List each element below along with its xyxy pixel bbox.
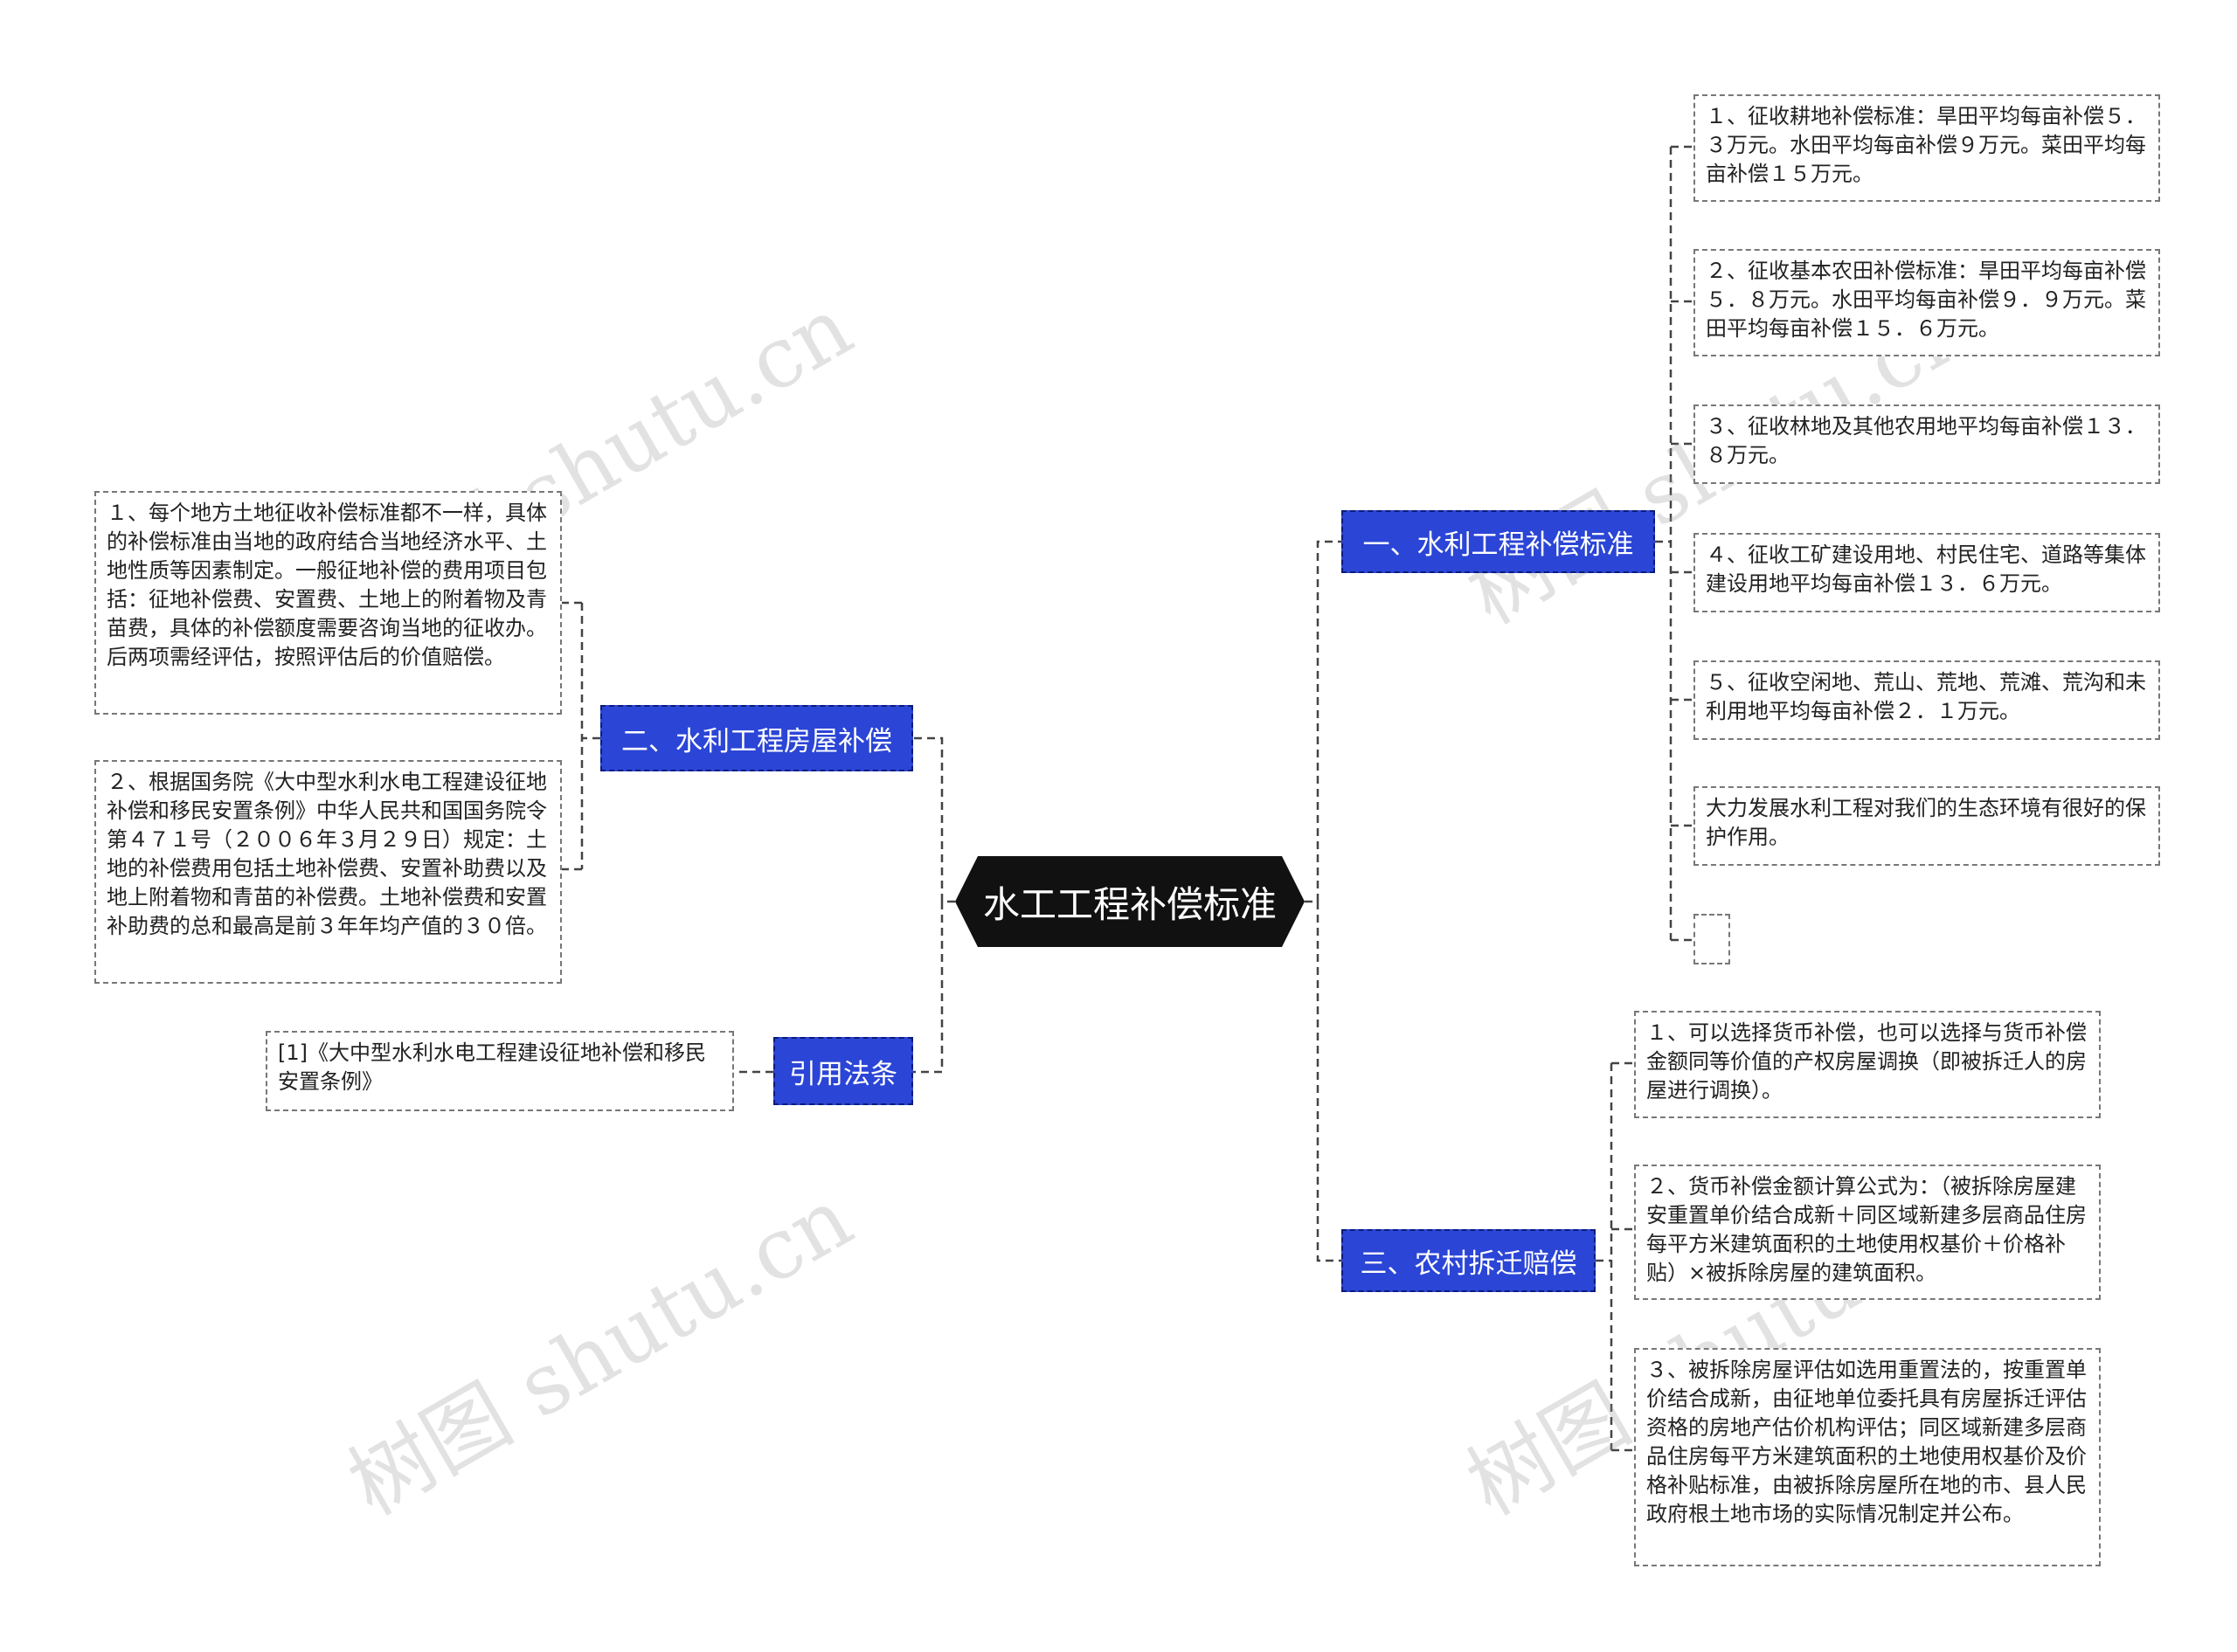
- branch-rural-demolition[interactable]: 三、农村拆迁赔偿: [1341, 1229, 1596, 1292]
- branch-label: 一、水利工程补偿标准: [1362, 529, 1634, 561]
- leaf-monetary-option[interactable]: １、可以选择货币补偿，也可以选择与货币补偿金额同等价值的产权房屋调换（即被拆迁人…: [1634, 1011, 2101, 1118]
- leaf-local-standard[interactable]: １、每个地方土地征收补偿标准都不一样，具体的补偿标准由当地的政府结合当地经济水平…: [94, 491, 562, 715]
- branch-label: 二、水利工程房屋补偿: [621, 725, 892, 757]
- leaf-ecology-note[interactable]: 大力发展水利工程对我们的生态环境有很好的保护作用。: [1693, 786, 2160, 866]
- leaf-empty[interactable]: [1693, 914, 1730, 964]
- leaf-farmland-standard[interactable]: １、征收耕地补偿标准：旱田平均每亩补偿５．３万元。水田平均每亩补偿９万元。菜田平…: [1693, 94, 2160, 202]
- leaf-cited-regulation[interactable]: [1]《大中型水利水电工程建设征地补偿和移民安置条例》: [266, 1031, 734, 1111]
- branch-housing-compensation[interactable]: 二、水利工程房屋补偿: [600, 705, 913, 771]
- leaf-monetary-formula[interactable]: ２、货币补偿金额计算公式为：（被拆除房屋建安重置单价结合成新＋同区域新建多层商品…: [1634, 1165, 2101, 1300]
- branch-label: 引用法条: [789, 1058, 897, 1090]
- leaf-unused-land-standard[interactable]: ５、征收空闲地、荒山、荒地、荒滩、荒沟和未利用地平均每亩补偿２．１万元。: [1693, 660, 2160, 740]
- root-node[interactable]: 水工工程补偿标准: [955, 856, 1305, 947]
- leaf-appraisal-method[interactable]: ３、被拆除房屋评估如选用重置法的，按重置单价结合成新，由征地单位委托具有房屋拆迁…: [1634, 1348, 2101, 1566]
- branch-hydraulic-compensation-standard[interactable]: 一、水利工程补偿标准: [1341, 510, 1655, 573]
- branch-cited-law[interactable]: 引用法条: [773, 1037, 913, 1105]
- leaf-state-council-regulation[interactable]: ２、根据国务院《大中型水利水电工程建设征地补偿和移民安置条例》中华人民共和国国务…: [94, 760, 562, 984]
- branch-label: 三、农村拆迁赔偿: [1360, 1248, 1577, 1280]
- root-title: 水工工程补偿标准: [982, 882, 1277, 926]
- leaf-forest-land-standard[interactable]: ３、征收林地及其他农用地平均每亩补偿１３．８万元。: [1693, 404, 2160, 484]
- leaf-construction-land-standard[interactable]: ４、征收工矿建设用地、村民住宅、道路等集体建设用地平均每亩补偿１３．６万元。: [1693, 533, 2160, 612]
- leaf-basic-farmland-standard[interactable]: ２、征收基本农田补偿标准：旱田平均每亩补偿５．８万元。水田平均每亩补偿９．９万元…: [1693, 249, 2160, 356]
